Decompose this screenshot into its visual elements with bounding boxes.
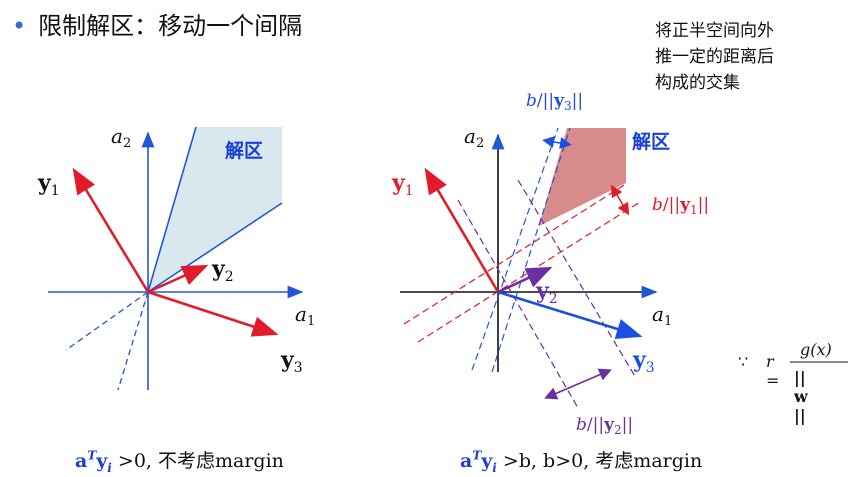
left-caption-y: y — [96, 450, 108, 472]
left-boundary-2 — [147, 202, 283, 293]
right-axis-y-label: a2 — [464, 124, 484, 151]
right-vector-y3 — [497, 290, 643, 340]
left-vector-y2 — [147, 264, 209, 294]
right-caption-sub: i — [492, 460, 497, 475]
left-dashed-2 — [117, 291, 149, 391]
margin-arrow-y1 — [610, 184, 630, 216]
left-caption: aTyi >0, 不考虑margin — [75, 446, 284, 475]
right-caption-sup: T — [472, 448, 482, 463]
right-y1-boundary-2 — [417, 201, 641, 343]
right-axis-x-label: a1 — [652, 302, 672, 329]
left-caption-a: a — [75, 450, 88, 472]
right-caption-a: a — [460, 450, 473, 472]
right-y2-label: y2 — [535, 278, 558, 307]
right-y2-boundary-1 — [457, 199, 579, 409]
margin-label-y2: b/||y2|| — [576, 415, 633, 437]
right-solution-region — [539, 128, 626, 226]
right-diagram: a2 a1 y1 y2 y3 解区 b/||y3|| b/||y1|| b/||… — [391, 91, 709, 437]
right-caption-y: y — [481, 450, 493, 472]
left-vector-y3 — [147, 290, 279, 337]
left-y2-label: y2 — [211, 256, 234, 285]
side-note: 将正半空间向外 推一定的距离后 构成的交集 — [655, 18, 835, 96]
left-diagram: a2 a1 y1 y2 y3 解区 — [37, 124, 315, 391]
formula-numerator: g(x) — [800, 340, 832, 359]
left-boundary-1 — [147, 126, 197, 293]
left-axis-x-label: a1 — [295, 302, 315, 329]
left-axis-y-label: a2 — [111, 124, 131, 151]
margin-arrow-y3 — [542, 136, 572, 149]
margin-arrow-y2 — [544, 368, 612, 400]
right-caption-rest: >b, b>0, 考虑margin — [496, 450, 703, 472]
bullet: • — [12, 12, 27, 40]
right-vector-y1 — [424, 167, 500, 293]
left-solution-region — [148, 127, 282, 292]
left-caption-sub: i — [107, 460, 112, 475]
left-vector-y1 — [72, 167, 150, 293]
right-y1-label: y1 — [391, 170, 414, 199]
note-line-2: 推一定的距离后 — [655, 47, 774, 67]
formula-because: ∵ — [738, 352, 749, 371]
right-region-label: 解区 — [632, 130, 670, 153]
right-y3-label: y3 — [632, 347, 655, 376]
left-y3-label: y3 — [280, 347, 303, 376]
right-vector-y2 — [497, 266, 553, 294]
right-y3-boundary-1 — [471, 127, 559, 371]
right-y3-boundary-2 — [491, 127, 571, 373]
right-y1-boundary-1 — [403, 183, 627, 325]
left-caption-sup: T — [87, 448, 97, 463]
note-line-1: 将正半空间向外 — [655, 21, 774, 41]
left-region-label: 解区 — [225, 139, 263, 162]
note-line-3: 构成的交集 — [655, 73, 740, 93]
margin-label-y3: b/||y3|| — [526, 91, 583, 113]
formula-lhs: r = — [766, 352, 780, 390]
right-caption: aTyi >b, b>0, 考虑margin — [460, 446, 702, 475]
left-caption-rest: >0, 不考虑margin — [111, 450, 284, 472]
margin-label-y1: b/||y1|| — [652, 195, 709, 217]
right-y2-boundary-2 — [517, 179, 637, 379]
title-text: 限制解区：移动一个间隔 — [38, 12, 303, 40]
formula-denominator: || w || — [794, 368, 808, 425]
left-y1-label: y1 — [37, 170, 60, 199]
slide-title: • 限制解区：移动一个间隔 — [12, 6, 302, 41]
left-dashed-1 — [65, 291, 149, 351]
